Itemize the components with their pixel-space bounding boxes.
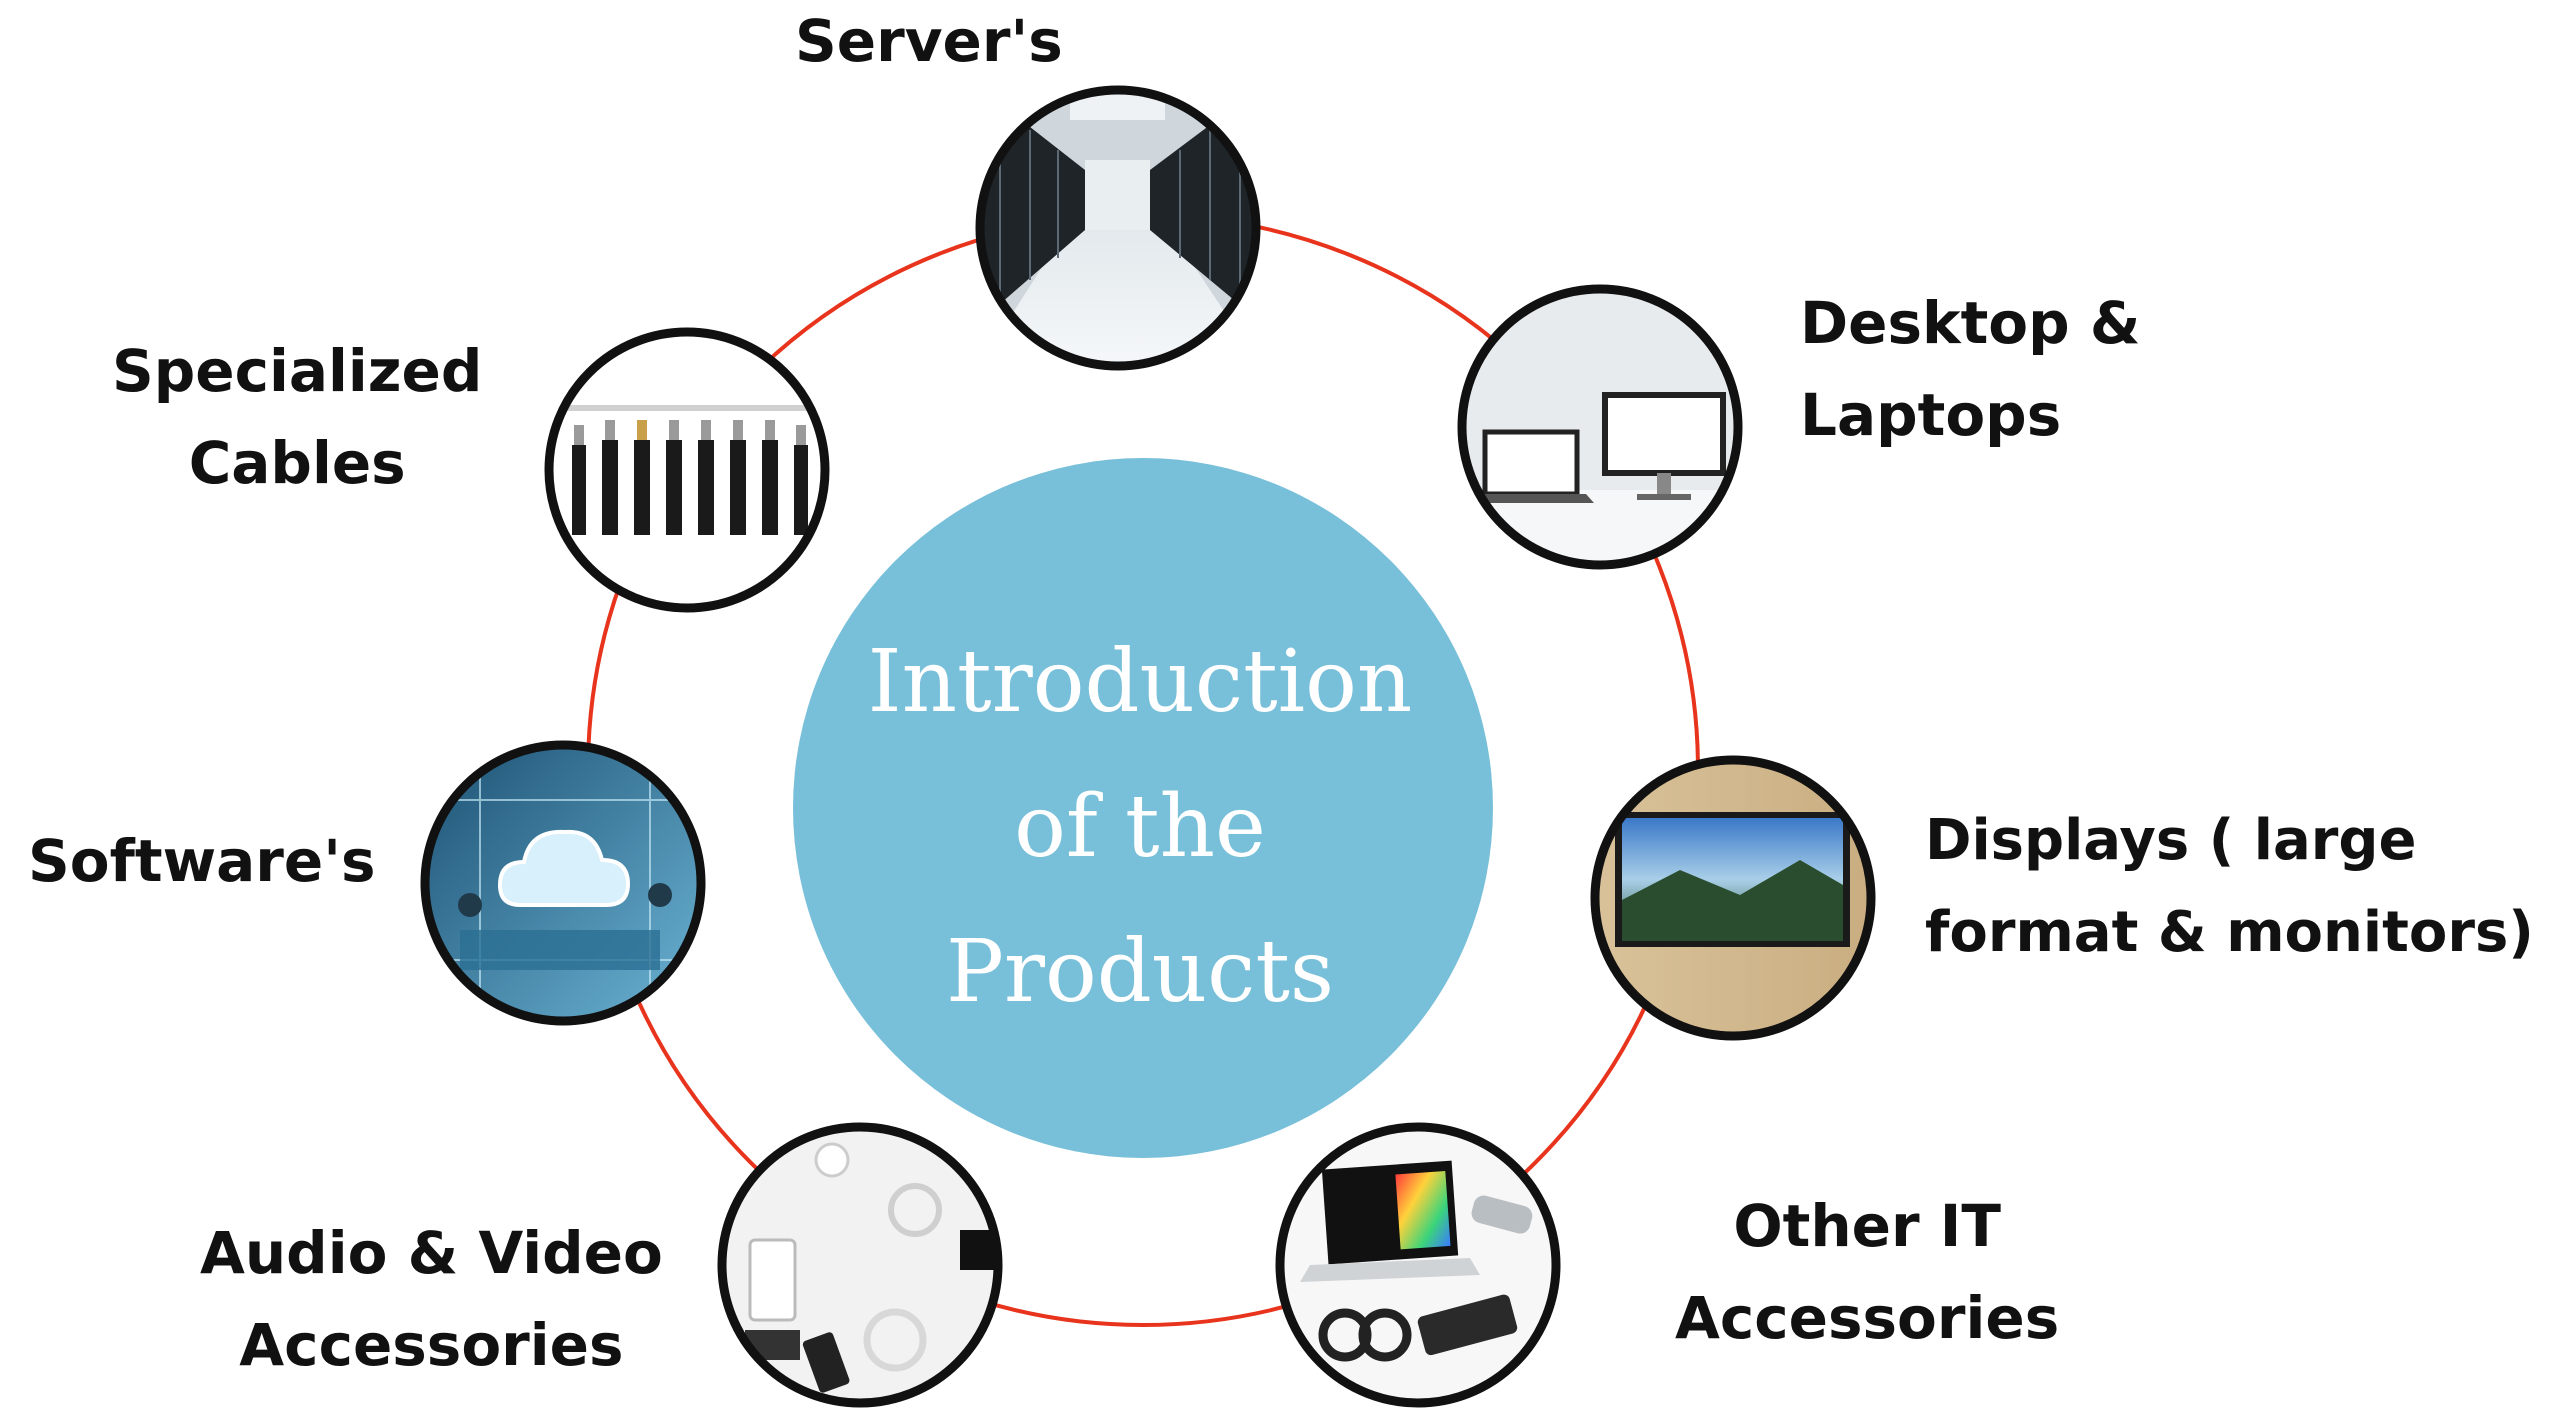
center-title-line-3: Products [945, 922, 1335, 1022]
label-servers-line-1: Server's [795, 7, 1063, 75]
label-software-line-1: Software's [28, 827, 376, 895]
label-displays-line-1: Displays ( large [1925, 808, 2417, 873]
node-audio-video [717, 1122, 1003, 1408]
label-audio-video: Audio & Video Accessories [200, 1207, 663, 1391]
label-other-it-line-1: Other IT [1733, 1192, 2001, 1260]
center-title-line-2: of the [1014, 777, 1266, 877]
server-room-icon [980, 90, 1256, 366]
label-displays-line-2: format & monitors) [1925, 900, 2534, 965]
label-other-it: Other IT Accessories [1675, 1180, 2059, 1364]
node-servers [975, 85, 1261, 371]
label-cables: Specialized Cables [112, 325, 482, 509]
label-audio-video-line-1: Audio & Video [200, 1219, 663, 1287]
node-desktop-laptops [1457, 284, 1743, 570]
audio-video-icon [722, 1127, 998, 1403]
cloud-software-icon [425, 745, 701, 1021]
label-cables-line-2: Cables [188, 429, 406, 497]
center-circle [793, 458, 1493, 1158]
label-other-it-line-2: Accessories [1675, 1284, 2060, 1352]
node-software [420, 740, 706, 1026]
label-servers: Server's [795, 0, 1063, 87]
label-desktop-laptops: Desktop & Laptops [1800, 277, 2140, 461]
node-other-it [1275, 1122, 1561, 1408]
node-displays [1590, 755, 1876, 1041]
label-audio-video-line-2: Accessories [239, 1311, 624, 1379]
node-cables [544, 327, 830, 613]
it-accessories-icon [1280, 1127, 1556, 1403]
label-displays: Displays ( large format & monitors) [1925, 795, 2534, 979]
desktop-laptop-icon [1462, 290, 1738, 565]
label-cables-line-1: Specialized [112, 337, 483, 405]
center-title: Introduction of the Products [790, 610, 1490, 1045]
label-desktop-laptops-line-2: Laptops [1800, 381, 2062, 449]
cables-icon [549, 332, 825, 608]
display-icon [1595, 760, 1871, 1036]
center-title-line-1: Introduction [867, 632, 1413, 732]
label-software: Software's [28, 815, 376, 907]
label-desktop-laptops-line-1: Desktop & [1800, 289, 2141, 357]
